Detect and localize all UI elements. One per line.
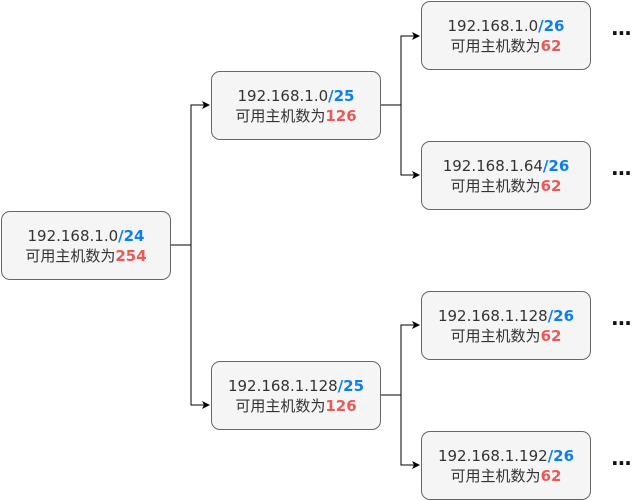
connector-root-to-l1b <box>171 244 210 409</box>
node-hosts: 可用主机数为62 <box>451 176 562 196</box>
prefix-length: /25 <box>328 86 355 105</box>
network-address: 192.168.1.0 <box>447 16 539 35</box>
host-label: 可用主机数为 <box>450 326 541 345</box>
node-address: 192.168.1.0/25 <box>237 86 354 106</box>
network-address: 192.168.1.0 <box>237 86 329 105</box>
host-count: 62 <box>540 466 562 485</box>
connector-l1b-to-l2d <box>381 394 420 469</box>
prefix-length: /26 <box>538 16 565 35</box>
host-count: 62 <box>540 36 562 55</box>
host-label: 可用主机数为 <box>450 176 541 195</box>
prefix-length: /24 <box>118 226 145 245</box>
node-hosts: 可用主机数为62 <box>451 36 562 56</box>
node-hosts: 可用主机数为62 <box>451 466 562 486</box>
continuation-ellipsis: ... <box>611 156 632 180</box>
host-label: 可用主机数为 <box>450 466 541 485</box>
node-address: 192.168.1.128/26 <box>438 306 574 326</box>
continuation-ellipsis: ... <box>611 306 632 330</box>
node-hosts: 可用主机数为62 <box>451 326 562 346</box>
host-count: 126 <box>325 106 357 125</box>
prefix-length: /25 <box>337 376 365 395</box>
subnet-node-25-b: 192.168.1.128/25 可用主机数为126 <box>211 361 381 430</box>
network-address: 192.168.1.128 <box>227 376 338 395</box>
prefix-length: /26 <box>547 306 575 325</box>
connector-l1b-to-l2c <box>381 321 420 396</box>
prefix-length: /26 <box>547 446 575 465</box>
network-address: 192.168.1.0 <box>27 226 119 245</box>
continuation-ellipsis: ... <box>611 16 632 40</box>
subnet-node-25-a: 192.168.1.0/25 可用主机数为126 <box>211 71 381 140</box>
subnet-node-26-a: 192.168.1.0/26 可用主机数为62 <box>421 1 591 70</box>
node-address: 192.168.1.128/25 <box>228 376 364 396</box>
subnet-node-26-d: 192.168.1.192/26 可用主机数为62 <box>421 431 591 500</box>
connector-root-to-l1a <box>171 101 210 246</box>
host-label: 可用主机数为 <box>235 396 326 415</box>
connector-l1a-to-l2b <box>381 104 420 179</box>
subnet-node-26-b: 192.168.1.64/26 可用主机数为62 <box>421 141 591 210</box>
network-address: 192.168.1.128 <box>437 306 548 325</box>
network-address: 192.168.1.192 <box>437 446 548 465</box>
node-hosts: 可用主机数为126 <box>235 106 356 126</box>
node-address: 192.168.1.64/26 <box>443 156 570 176</box>
continuation-ellipsis: ... <box>611 446 632 470</box>
host-label: 可用主机数为 <box>450 36 541 55</box>
node-address: 192.168.1.192/26 <box>438 446 574 466</box>
node-address: 192.168.1.0/24 <box>27 226 144 246</box>
network-address: 192.168.1.64 <box>442 156 543 175</box>
host-count: 254 <box>115 246 147 265</box>
host-label: 可用主机数为 <box>235 106 326 125</box>
subnet-node-root: 192.168.1.0/24 可用主机数为254 <box>1 211 171 280</box>
host-label: 可用主机数为 <box>25 246 116 265</box>
connector-l1a-to-l2a <box>381 32 420 106</box>
host-count: 126 <box>325 396 357 415</box>
subnet-node-26-c: 192.168.1.128/26 可用主机数为62 <box>421 291 591 360</box>
node-hosts: 可用主机数为254 <box>25 246 146 266</box>
prefix-length: /26 <box>542 156 570 175</box>
node-hosts: 可用主机数为126 <box>235 396 356 416</box>
node-address: 192.168.1.0/26 <box>447 16 564 36</box>
host-count: 62 <box>540 326 562 345</box>
host-count: 62 <box>540 176 562 195</box>
